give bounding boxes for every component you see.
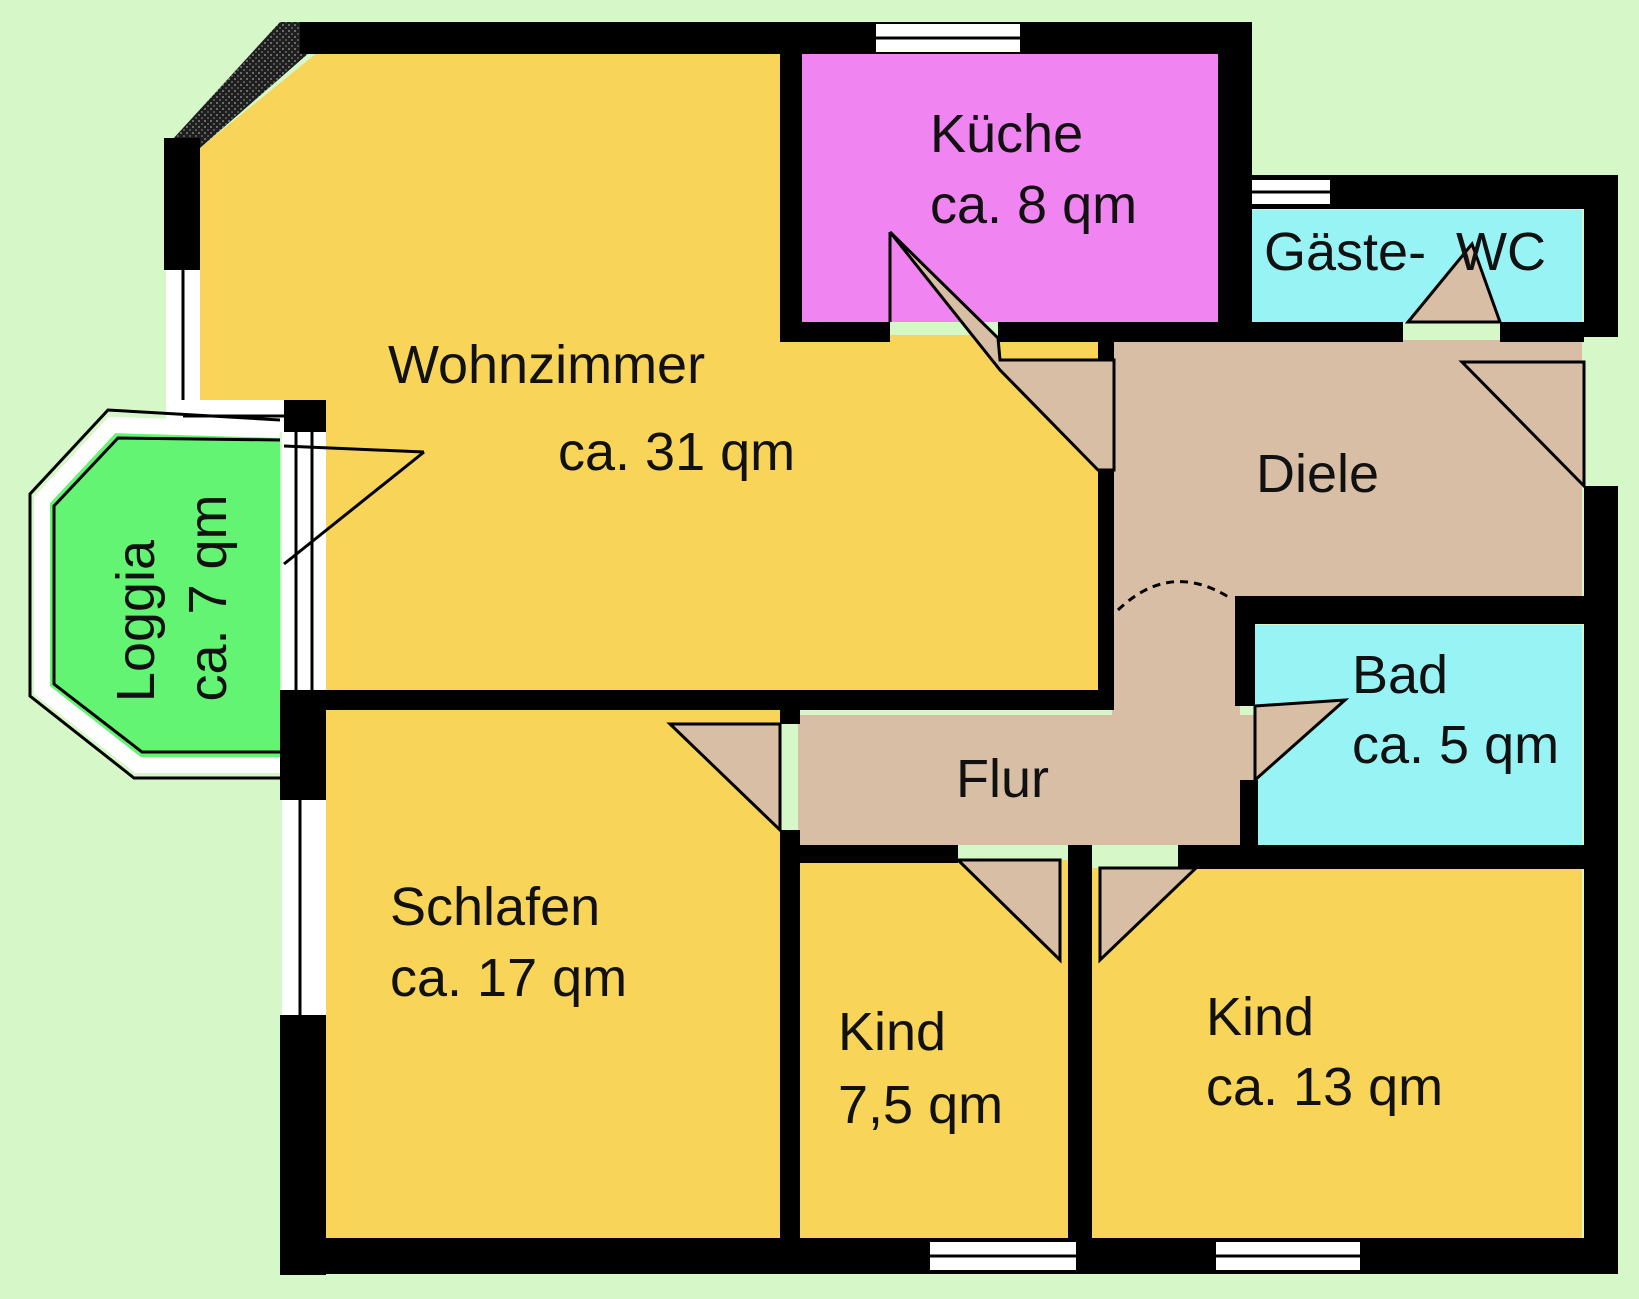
wall-schlafen-right <box>780 830 800 1240</box>
flur-name: Flur <box>956 749 1049 809</box>
wall-flur-left-top <box>780 708 800 724</box>
diele-floor <box>1112 340 1582 596</box>
wohnzimmer-floor <box>200 52 1098 690</box>
door-schlafen <box>666 722 782 834</box>
wall-left-lower <box>280 1015 326 1275</box>
bad-area: ca. 5 qm <box>1352 715 1559 775</box>
wall-flur-bottom-right <box>1178 845 1258 869</box>
door-kind-gross <box>1098 866 1200 964</box>
wall-top <box>300 22 1252 54</box>
kueche-area: ca. 8 qm <box>930 175 1137 235</box>
door-diele-right <box>1458 360 1586 490</box>
wall-left-top <box>164 138 200 270</box>
wall-living-right-2 <box>1098 470 1114 700</box>
loggia-railing <box>28 408 281 780</box>
schlafen-area: ca. 17 qm <box>390 948 627 1008</box>
wall-bad-bottom <box>1190 845 1618 869</box>
wohnzimmer-name: Wohnzimmer <box>388 335 705 395</box>
wall-right-outer-top <box>1584 175 1618 337</box>
wall-bad-left <box>1235 596 1255 706</box>
kind-klein-area: 7,5 qm <box>838 1075 1003 1135</box>
door-kind-klein <box>954 858 1062 964</box>
gaeste-wc-name: Gäste- WC <box>1264 222 1546 282</box>
wall-living-bottom <box>300 690 1114 710</box>
gaeste-wc-floor <box>1252 210 1582 322</box>
wall-flur-bottom-left <box>780 845 958 863</box>
flur-floor <box>798 580 1265 845</box>
door-wc <box>1404 241 1503 324</box>
bad-floor <box>1255 625 1582 845</box>
loggia-floor <box>42 425 280 765</box>
kind-klein-name: Kind <box>838 1002 946 1062</box>
wall-wc-left <box>1218 175 1252 325</box>
kueche-name: Küche <box>930 104 1083 164</box>
wall-kitchen-bottom <box>780 322 890 342</box>
wall-loggia-top <box>280 400 326 430</box>
room-labels: Küche ca. 8 qm Gäste- WC Wohnzimmer ca. … <box>106 104 1559 1135</box>
wohnzimmer-area: ca. 31 qm <box>558 422 795 482</box>
wall-bay-diagonal <box>172 22 310 148</box>
wall-diele-bottom <box>1235 596 1617 624</box>
door-living-kitchen <box>888 230 1116 472</box>
walls <box>164 22 1618 1275</box>
room-fills <box>42 52 1582 1238</box>
window-schlafen <box>282 800 326 1015</box>
window-kind-gross <box>1216 1242 1360 1270</box>
kueche-floor <box>800 52 1218 322</box>
kind-gross-name: Kind <box>1206 987 1314 1047</box>
diele-name: Diele <box>1256 444 1379 504</box>
loggia-area: ca. 7 qm <box>178 494 238 701</box>
window-kitchen <box>876 24 1020 52</box>
bad-name: Bad <box>1352 645 1448 705</box>
door-swings <box>283 230 1586 964</box>
wall-living-kitchen <box>780 52 802 338</box>
schlafen-name: Schlafen <box>390 877 600 937</box>
wall-wc-bottom-1 <box>1218 322 1403 342</box>
kind-gross-floor <box>1092 868 1582 1238</box>
wall-bad-left-2 <box>1240 780 1258 850</box>
kind-klein-floor <box>800 860 1072 1238</box>
wall-kind-divider <box>1068 845 1092 1240</box>
door-bad <box>1253 698 1350 784</box>
loggia-name: Loggia <box>106 539 166 702</box>
window-kind-klein <box>930 1242 1076 1270</box>
wall-wc-bottom-2 <box>1500 322 1584 342</box>
wall-left-mid <box>280 690 326 800</box>
wall-kitchen-bottom-2 <box>998 322 1220 342</box>
schlafen-floor <box>326 708 780 1238</box>
window-wc <box>1252 180 1330 204</box>
kind-gross-area: ca. 13 qm <box>1206 1057 1443 1117</box>
